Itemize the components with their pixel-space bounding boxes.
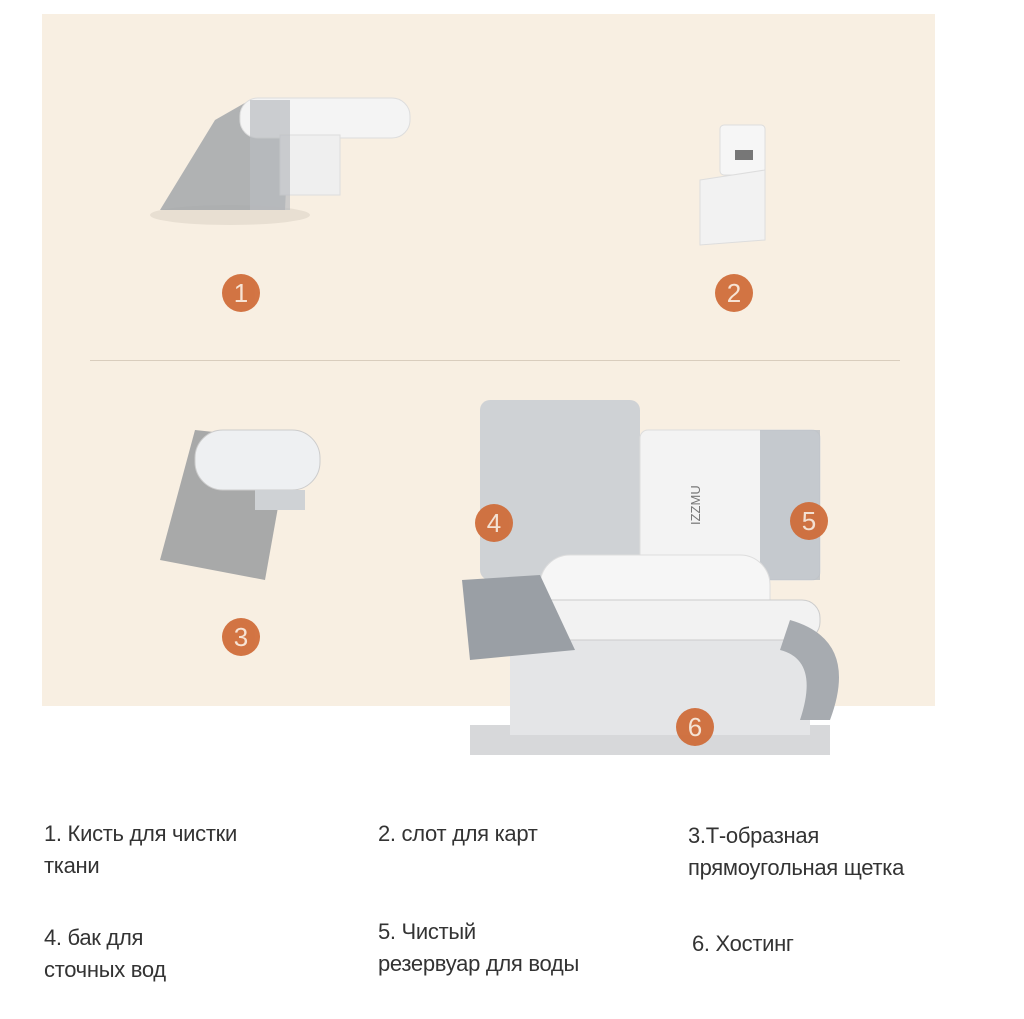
caption-6: 6. Хостинг (692, 931, 794, 956)
caption-4: 4. бак для сточных вод (44, 925, 166, 982)
caption-2: 2. слот для карт (378, 821, 538, 846)
badge-5: 5 (790, 502, 828, 540)
caption-5: 5. Чистый резервуар для воды (378, 919, 579, 976)
fabric-brush-image (150, 97, 411, 225)
badge-3: 3 (222, 618, 260, 656)
badge-1: 1 (222, 274, 260, 312)
caption-1: 1. Кисть для чистки ткани (44, 821, 237, 878)
badge-6: 6 (676, 708, 714, 746)
badge-2: 2 (715, 274, 753, 312)
caption-3: 3.Т-образная прямоугольная щетка (688, 823, 905, 880)
badge-4: 4 (475, 504, 513, 542)
t-shaped-brush-image (160, 429, 321, 580)
card-slot-image (699, 124, 766, 246)
brand-logo: IZZMU (688, 485, 703, 525)
cleaner-main-unit-image (462, 400, 839, 755)
divider (90, 360, 900, 361)
